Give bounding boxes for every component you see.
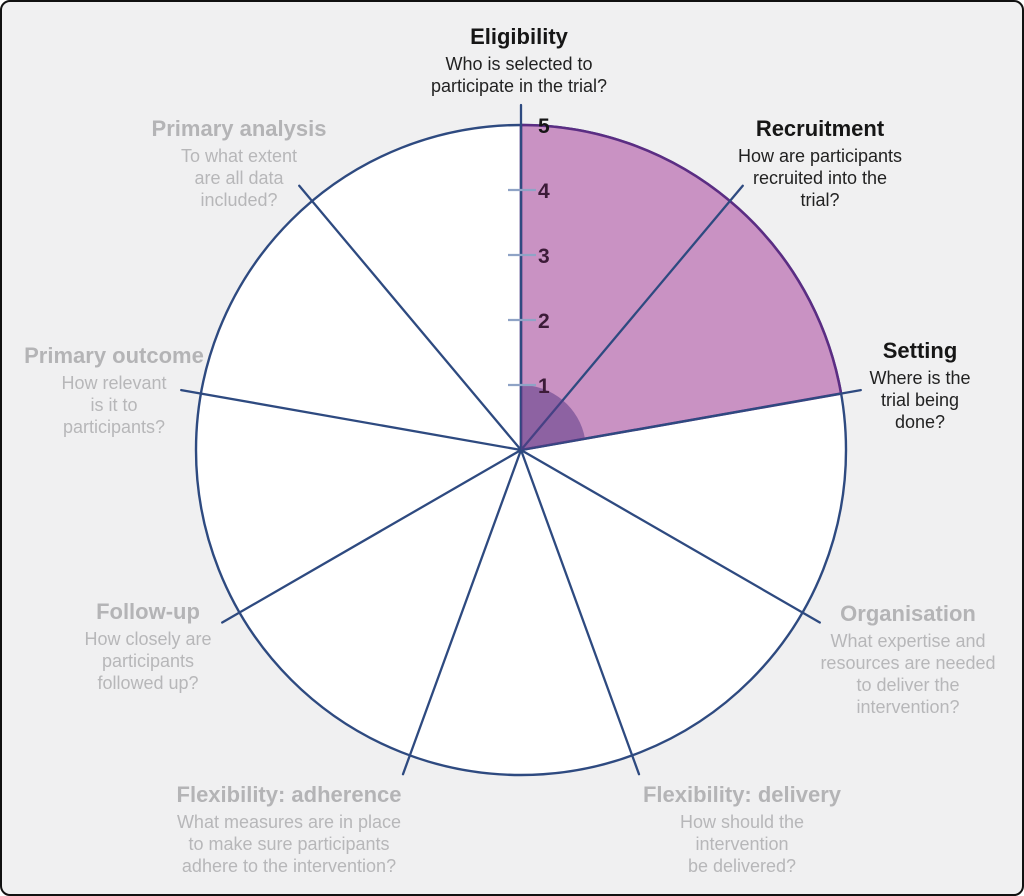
spoke [401, 448, 523, 776]
scale-tick-label: 1 [538, 375, 550, 398]
scale-tick-label: 4 [538, 180, 550, 203]
scale-tick-label: 2 [538, 310, 550, 333]
spoke [180, 388, 523, 452]
scale-tick-label: 5 [538, 115, 550, 138]
spoke [519, 448, 821, 624]
inner-score-wedge [521, 385, 586, 450]
spoke [298, 184, 523, 452]
spoke [519, 448, 641, 776]
spoke [519, 388, 862, 452]
scale-tick-label: 3 [538, 245, 550, 268]
spoke [221, 448, 523, 624]
